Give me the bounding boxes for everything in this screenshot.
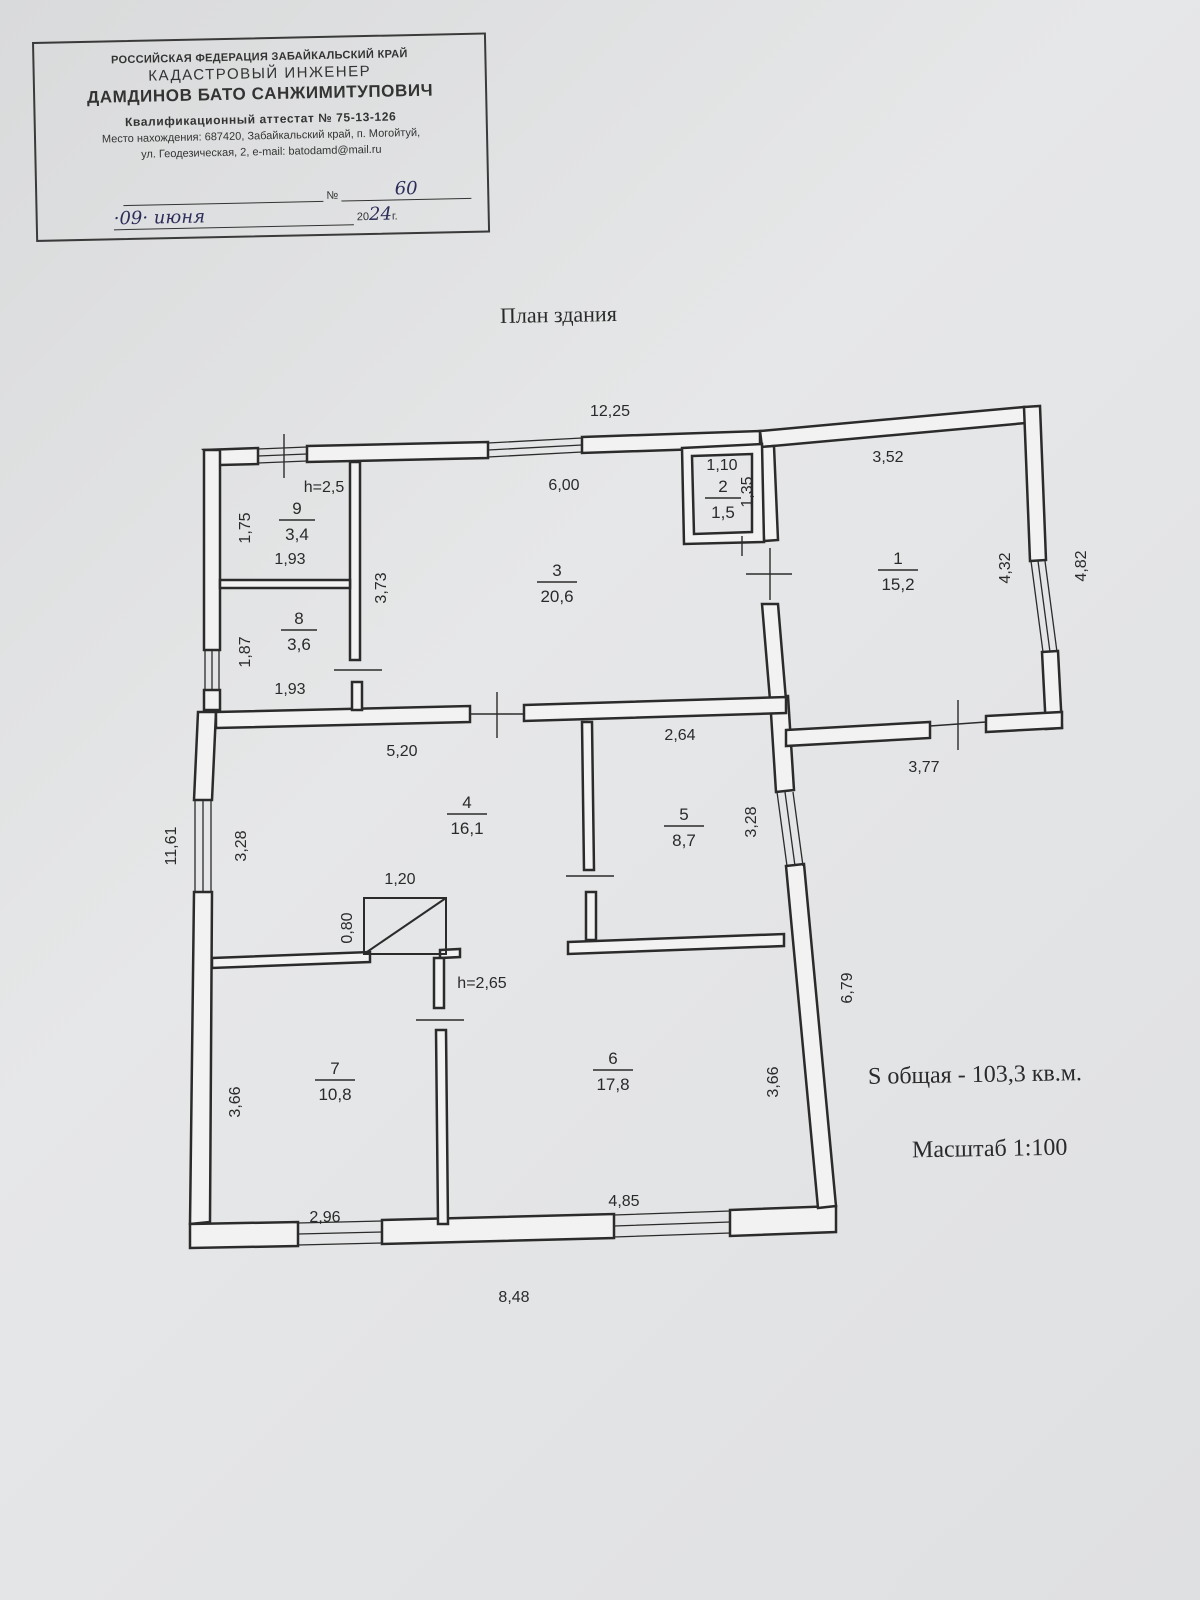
- room-area: 20,6: [540, 587, 573, 606]
- r1-wall-north: [758, 405, 1028, 449]
- wall-r4-north-left: [214, 704, 472, 730]
- dim-r6-right: 3,66: [765, 1066, 782, 1097]
- r1-wall-south-right: [984, 710, 1064, 734]
- wall-r4-r7: [210, 950, 372, 970]
- wall-r5-r6: [566, 932, 786, 956]
- room-number: 1: [893, 549, 902, 568]
- dim-r5-right: 3,28: [743, 806, 760, 837]
- room-labels: 1 15,2 2 1,5 3 20,6 4 16,1 5 8,7 6 17,8: [279, 477, 918, 1104]
- room-number: 5: [679, 805, 688, 824]
- room-area: 10,8: [318, 1085, 351, 1104]
- walls: [188, 404, 1064, 1250]
- wall-r9-r3: [348, 460, 362, 662]
- outer-wall-west-upper: [202, 448, 222, 652]
- dim-r2-height: 1,35: [739, 476, 756, 507]
- room-area: 8,7: [672, 831, 696, 850]
- dim-r1-right: 4,32: [997, 552, 1014, 583]
- wall-r7-r6-upper: [432, 956, 446, 1010]
- dim-r7-left: 3,66: [227, 1086, 244, 1117]
- room-area: 15,2: [881, 575, 914, 594]
- room-number: 9: [292, 499, 301, 518]
- room-area: 3,6: [287, 635, 311, 654]
- dim-r7-bottom: 2,96: [309, 1209, 340, 1226]
- dim-r2-width: 1,10: [706, 457, 737, 474]
- room-2-label: 2 1,5: [705, 477, 741, 522]
- wall-r4-north-right: [522, 695, 788, 723]
- room-7-label: 7 10,8: [315, 1059, 355, 1104]
- room-4-label: 4 16,1: [447, 793, 487, 838]
- height-label-a: h=2,5: [304, 479, 345, 496]
- room-8-label: 8 3,6: [281, 609, 317, 654]
- outer-wall-west-bottom: [188, 890, 214, 1226]
- outer-wall-east-r3: [760, 602, 788, 702]
- room-number: 4: [462, 793, 471, 812]
- stair: [363, 897, 447, 955]
- outer-wall-south-right: [728, 1204, 838, 1238]
- outer-wall-east-lower: [784, 862, 838, 1210]
- dim-r6-bottom: 4,85: [608, 1193, 639, 1210]
- dim-r1-top: 3,52: [872, 449, 903, 466]
- room-number: 8: [294, 609, 303, 628]
- height-label-b: h=2,65: [457, 975, 506, 992]
- r1-wall-east-upper: [1022, 404, 1048, 563]
- room-area: 1,5: [711, 503, 735, 522]
- dim-r3-top: 6,00: [548, 477, 579, 494]
- windows: [194, 437, 1058, 1246]
- room-number: 7: [330, 1059, 339, 1078]
- door-r1-south-line: [929, 721, 987, 727]
- dim-right-upper: 4,82: [1073, 550, 1090, 581]
- dim-r3-left: 3,73: [373, 572, 390, 603]
- room-3-label: 3 20,6: [537, 561, 577, 606]
- room-6-label: 6 17,8: [593, 1049, 633, 1094]
- window-east-r1: [1030, 560, 1058, 653]
- wall-r9-r8: [218, 578, 352, 590]
- outer-wall-west-lower: [192, 710, 218, 802]
- outer-wall-south-left: [188, 1220, 300, 1250]
- stair-diagonal: [363, 897, 447, 955]
- window-south-r7: [297, 1220, 383, 1246]
- dim-r8-width: 1,93: [274, 681, 305, 698]
- window-east-r5: [776, 791, 804, 867]
- dim-stair-width: 1,20: [384, 871, 415, 888]
- dim-r4-top: 5,20: [386, 743, 417, 760]
- outer-wall-west-mid: [202, 688, 222, 712]
- dim-right-lower: 6,79: [839, 972, 856, 1003]
- room-area: 3,4: [285, 525, 309, 544]
- dim-stair-height: 0,80: [339, 912, 356, 943]
- r1-wall-south-left: [784, 720, 932, 748]
- room-number: 2: [718, 477, 727, 496]
- outer-wall-south-mid: [380, 1212, 616, 1246]
- dim-bottom-overall: 8,48: [498, 1289, 529, 1306]
- door-marks: [283, 434, 987, 1021]
- room-area: 16,1: [450, 819, 483, 838]
- dim-r4-left: 3,28: [233, 830, 250, 861]
- window-south-r6: [613, 1210, 731, 1238]
- room-area: 17,8: [596, 1075, 629, 1094]
- wall-r7-r6-lower: [434, 1028, 450, 1226]
- window-north-r9: [257, 446, 308, 464]
- window-west-r4: [194, 800, 212, 892]
- room-number: 3: [552, 561, 561, 580]
- outer-wall-north-mid: [305, 440, 490, 464]
- dim-r1-bottom: 3,77: [908, 759, 939, 776]
- dim-r8-height: 1,87: [237, 636, 254, 667]
- room-5-label: 5 8,7: [664, 805, 704, 850]
- r2-closet-wall: [680, 442, 766, 546]
- wall-r5-lower: [584, 890, 598, 942]
- wall-r8-r3-lower: [350, 680, 364, 712]
- room-9-label: 9 3,4: [279, 499, 315, 544]
- window-north-r3: [487, 437, 583, 458]
- dim-r9-height: 1,75: [237, 512, 254, 543]
- room-1-label: 1 15,2: [878, 549, 918, 594]
- room-number: 6: [608, 1049, 617, 1068]
- stair-box: [363, 897, 447, 955]
- dim-top-overall: 12,25: [590, 403, 630, 420]
- dim-r5-top: 2,64: [664, 727, 695, 744]
- dimension-labels: 12,25 11,61 8,48 6,79 4,82 3,52 4,32 3,7…: [163, 403, 1090, 1306]
- wall-r4-r5: [580, 720, 596, 872]
- dim-left-overall: 11,61: [163, 826, 180, 865]
- window-west-r8: [204, 650, 220, 690]
- dim-r9-width: 1,93: [274, 551, 305, 568]
